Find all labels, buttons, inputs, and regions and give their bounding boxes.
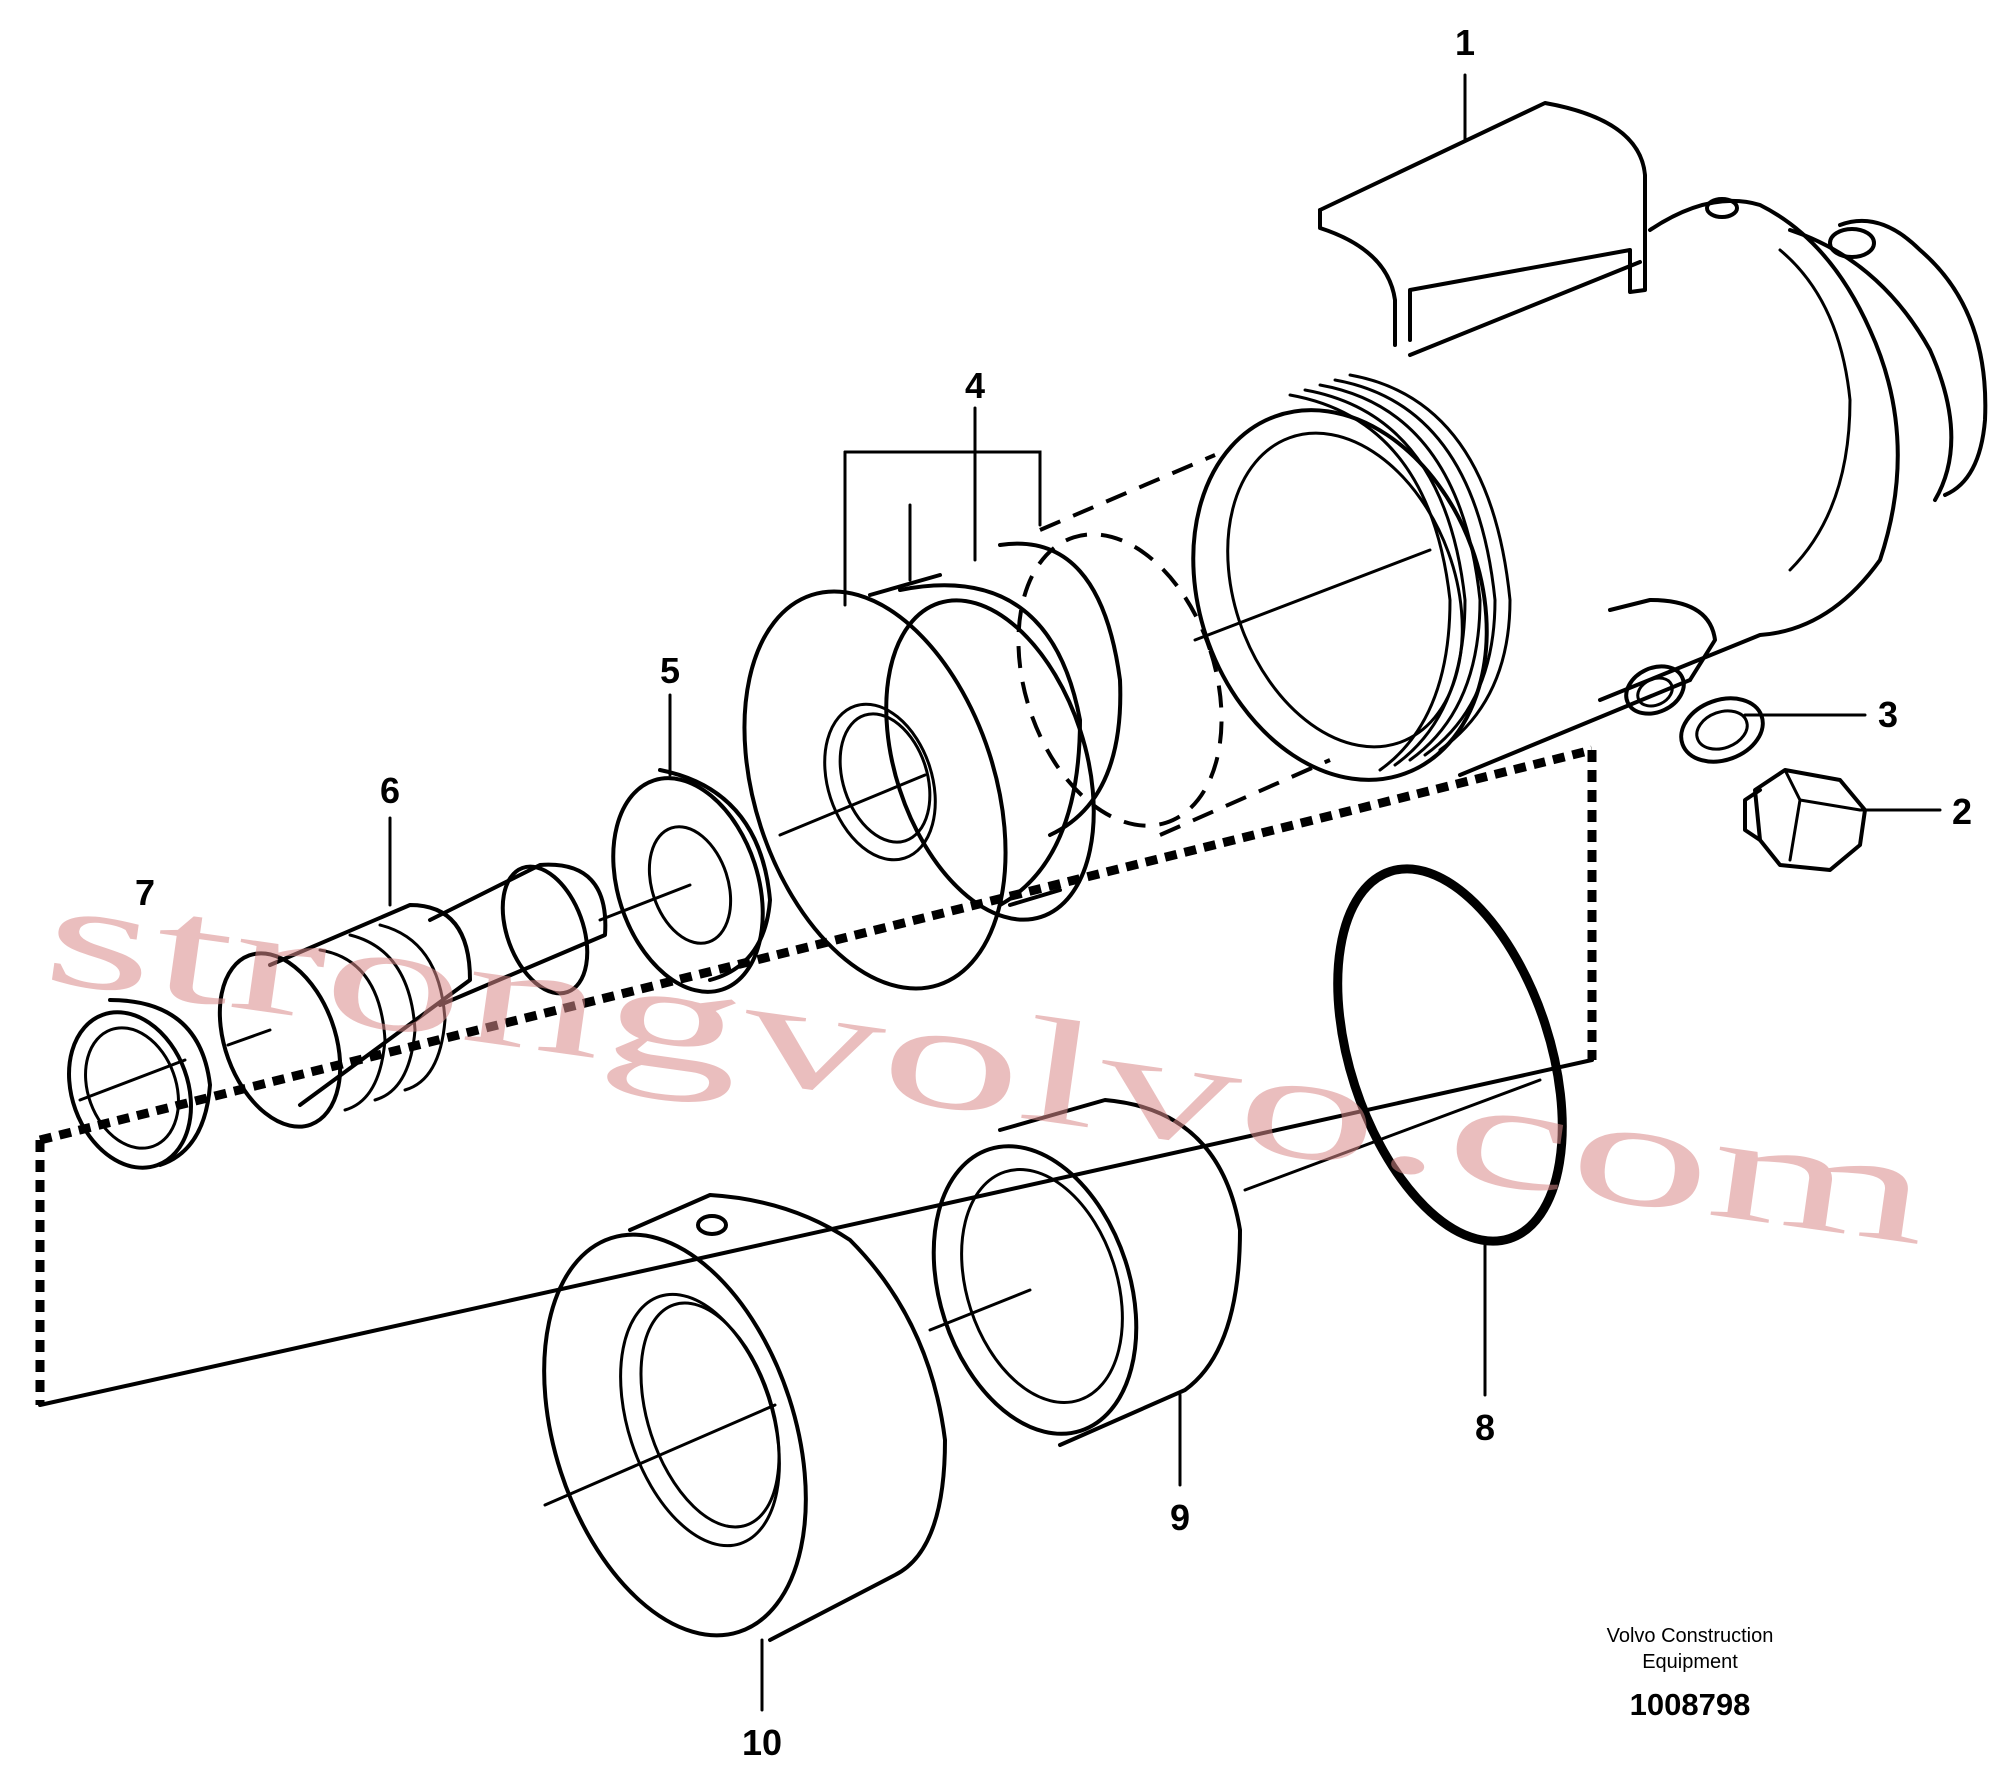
callout-6: 6: [380, 770, 400, 811]
piston-assembly: [742, 453, 1331, 991]
callout-4: 4: [965, 365, 985, 406]
callout-7: 7: [135, 872, 155, 913]
bushing: [931, 1098, 1242, 1447]
callout-10: 10: [742, 1722, 782, 1763]
assembly-frame-dashed: [35, 745, 1597, 1407]
credit-line-1: Volvo Construction: [1607, 1625, 1774, 1647]
watermark-text: strongvolvo.com: [35, 848, 1940, 1277]
leader-lines: [388, 73, 1942, 1712]
cylinder-head-nut: [542, 1193, 947, 1642]
callout-8: 8: [1475, 1407, 1495, 1448]
callout-5: 5: [660, 650, 680, 691]
callout-9: 9: [1170, 1497, 1190, 1538]
callout-3: 3: [1878, 694, 1898, 735]
drain-plug: [1743, 768, 1867, 872]
callout-1: 1: [1455, 22, 1475, 63]
o-ring: [1333, 864, 1567, 1246]
assembly-axis-lines: [78, 548, 1542, 1507]
sealing-washer: [1679, 696, 1765, 764]
callout-2: 2: [1952, 791, 1972, 832]
rod-sleeve: [217, 862, 608, 1129]
document-number: 1008798: [1630, 1687, 1751, 1722]
credit-line-2: Equipment: [1642, 1651, 1738, 1673]
cylinder-tube: [1191, 101, 1988, 782]
wiper-seal: [67, 998, 212, 1170]
